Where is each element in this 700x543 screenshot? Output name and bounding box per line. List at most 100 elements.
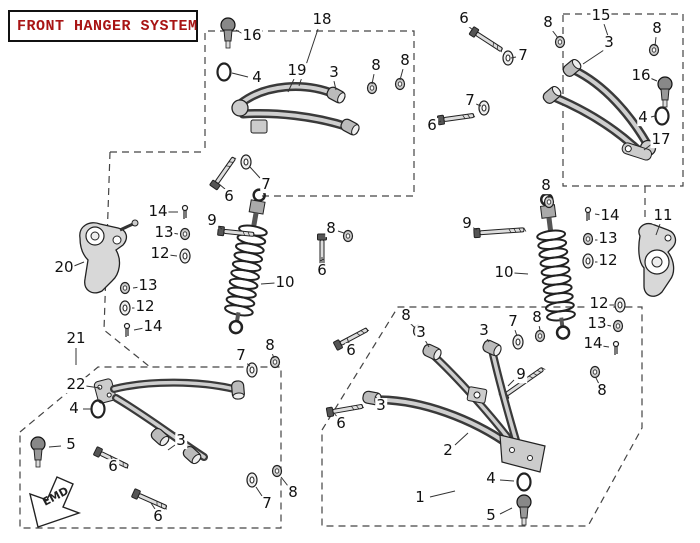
leader-line-10: [513, 272, 529, 275]
callout-3: 3: [175, 431, 187, 450]
leader-line-6: [346, 337, 350, 344]
leader-line-9: [507, 379, 515, 387]
callout-15: 15: [590, 6, 612, 25]
callout-14: 14: [142, 317, 164, 336]
callout-7: 7: [517, 46, 529, 65]
callout-6: 6: [316, 261, 328, 280]
leader-line-6: [109, 454, 113, 460]
callout-5: 5: [65, 435, 77, 454]
shock-mount-bracket: [466, 386, 488, 404]
callout-7: 7: [260, 175, 272, 194]
callout-8: 8: [287, 483, 299, 502]
callout-9: 9: [515, 365, 527, 384]
callout-7: 7: [507, 312, 519, 331]
leader-line-8: [595, 377, 600, 385]
leader-line-7: [249, 166, 261, 179]
upper-arm-right-assembly: [436, 26, 673, 161]
callout-3: 3: [328, 63, 340, 82]
callout-6: 6: [152, 507, 164, 526]
leader-line-8: [337, 230, 345, 234]
leader-line-4: [499, 479, 515, 482]
leader-line-8: [654, 36, 657, 47]
callout-10: 10: [493, 263, 515, 282]
leader-line-5: [48, 445, 62, 448]
leader-line-9: [471, 226, 478, 231]
leader-line-10: [260, 282, 276, 285]
callout-7: 7: [261, 494, 273, 513]
steering-knuckle-left: [79, 204, 191, 338]
callout-13: 13: [597, 229, 619, 248]
callout-13: 13: [586, 314, 608, 333]
callout-6: 6: [335, 414, 347, 433]
callout-5: 5: [485, 506, 497, 525]
callout-6: 6: [107, 457, 119, 476]
callout-7: 7: [464, 91, 476, 110]
callout-21: 21: [65, 329, 87, 348]
callout-12: 12: [149, 244, 171, 263]
callout-19: 19: [286, 61, 308, 80]
callout-18: 18: [311, 10, 333, 29]
callout-6: 6: [345, 341, 357, 360]
leader-line-3: [333, 80, 337, 91]
leader-line-4: [650, 115, 656, 118]
callout-14: 14: [147, 202, 169, 221]
callout-6: 6: [223, 187, 235, 206]
callout-20: 20: [53, 258, 75, 277]
leader-line-3: [167, 444, 176, 451]
callout-11: 11: [652, 206, 674, 225]
callout-4: 4: [485, 469, 497, 488]
leader-line-8: [371, 73, 375, 85]
callout-8: 8: [542, 13, 554, 32]
callout-13: 13: [153, 223, 175, 242]
callout-2: 2: [442, 441, 454, 460]
callout-1: 1: [414, 488, 426, 507]
callout-16: 16: [241, 26, 263, 45]
callout-7: 7: [235, 346, 247, 365]
callout-22: 22: [65, 375, 87, 394]
emd-logo: EMD: [29, 476, 82, 528]
callout-14: 14: [599, 206, 621, 225]
callout-4: 4: [68, 399, 80, 418]
callout-9: 9: [206, 211, 218, 230]
ball-joint-socket: [231, 99, 249, 117]
leader-line-8: [551, 29, 559, 39]
mount-bracket: [250, 119, 268, 134]
lower-arm-left-assembly: [30, 355, 283, 513]
leader-line-8: [280, 476, 289, 487]
leader-line-4: [231, 72, 249, 78]
leader-line-3: [424, 339, 430, 348]
page-title: FRONT HANGER SYSTEM: [17, 17, 198, 35]
callout-3: 3: [603, 33, 615, 52]
callout-3: 3: [478, 321, 490, 340]
callout-16: 16: [630, 66, 652, 85]
leader-line-22: [85, 385, 101, 389]
callout-12: 12: [597, 251, 619, 270]
leader-line-14: [133, 327, 145, 331]
leader-line-8: [399, 68, 404, 81]
leader-line-9: [217, 225, 223, 230]
leader-line-1: [429, 490, 456, 498]
callout-14: 14: [582, 334, 604, 353]
title-box: FRONT HANGER SYSTEM: [8, 10, 198, 42]
callout-6: 6: [426, 116, 438, 135]
leader-line-2: [454, 432, 469, 446]
callout-8: 8: [651, 19, 663, 38]
callout-8: 8: [540, 176, 552, 195]
callout-4: 4: [637, 108, 649, 127]
callout-8: 8: [399, 51, 411, 70]
leader-line-5: [499, 507, 513, 515]
leader-line-20: [73, 261, 85, 267]
callout-13: 13: [137, 276, 159, 295]
ball-joint-plate: [499, 434, 546, 473]
steering-knuckle-right: [582, 206, 677, 356]
callout-8: 8: [531, 308, 543, 327]
leader-line-19: [287, 78, 295, 93]
lower-arm-right-assembly: [325, 324, 546, 526]
callout-17: 17: [650, 130, 672, 149]
callout-8: 8: [596, 381, 608, 400]
leader-line-3: [582, 49, 605, 65]
leader-line-7: [510, 56, 517, 59]
leader-line-6: [150, 502, 156, 510]
